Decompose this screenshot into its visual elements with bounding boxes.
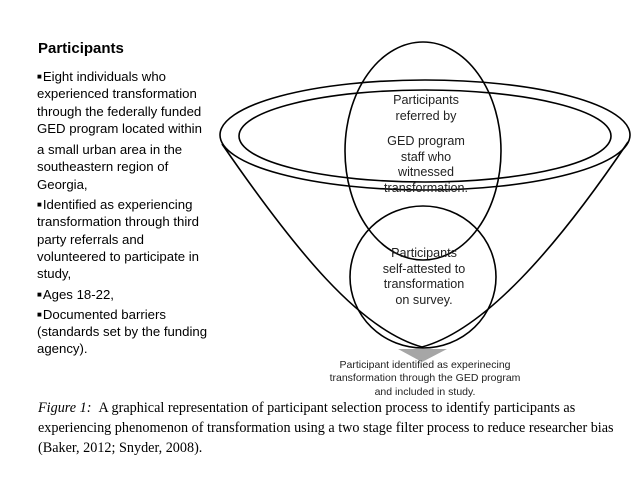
stage1-line: transformation. [384, 180, 468, 195]
bullet-line: Georgia, [37, 176, 88, 192]
result-line: Participant identified as experinecing [339, 359, 511, 371]
bullet-line: experienced transformation [37, 86, 197, 102]
figure-caption: Figure 1: A graphical representation of … [38, 398, 618, 458]
bullet-square-icon: ■ [37, 200, 42, 210]
result-line: transformation through the GED program [329, 372, 521, 385]
stage1-line: staff who [400, 149, 452, 164]
figure-label: Figure 1: [38, 400, 92, 416]
bullet-line: agency). [37, 341, 88, 357]
filter-stage-2-circle [349, 205, 497, 349]
bullet-item: ■Eight individuals who experienced trans… [37, 68, 237, 193]
bullet-line: (standards set by the funding [37, 324, 208, 340]
stage1-line: witnessed [397, 165, 454, 180]
stage1-line: Participants [393, 93, 459, 107]
bullet-line: Eight individuals who [42, 69, 167, 84]
bullet-line: Ages 18-22, [42, 286, 114, 302]
bullet-line: volunteered to participate in [37, 248, 200, 264]
bullet-item: ■Documented barriers (standards set by t… [37, 306, 237, 358]
caption-text: A graphical representation of participan… [38, 400, 614, 456]
filter-stage-2-label: Participants self-attested to transforma… [372, 246, 476, 308]
bullet-list: ■Eight individuals who experienced trans… [37, 68, 237, 361]
bullet-line: GED program located within [37, 120, 202, 136]
bullet-line: party referrals and [37, 231, 145, 247]
bullet-line: transformation through third [37, 214, 199, 230]
stage2-line: Participants [391, 246, 457, 260]
stage2-line: transformation [383, 277, 465, 292]
bullet-square-icon: ■ [37, 289, 42, 299]
bullet-line: study, [37, 266, 72, 282]
section-heading: Participants [38, 40, 124, 57]
funnel-outer-rim [219, 79, 631, 191]
bullet-square-icon: ■ [37, 309, 42, 319]
bullet-line: through the federally funded [37, 103, 202, 119]
stage1-line: referred by [395, 108, 457, 123]
filter-stage-1-circle [344, 41, 502, 261]
funnel-body [221, 141, 629, 348]
bullet-line: southeastern region of [37, 159, 169, 175]
stage2-line: on survey. [395, 292, 453, 307]
result-arrow-icon [398, 349, 447, 362]
bullet-line: Identified as experiencing [42, 197, 193, 213]
bullet-line: a small urban area in the [37, 142, 183, 158]
funnel-inner-rim [238, 89, 612, 183]
bullet-item: ■Identified as experiencing transformati… [37, 196, 237, 282]
funnel-result-label: Participant identified as experinecing t… [300, 359, 550, 399]
filter-stage-1-label: Participants referred by GED program sta… [371, 93, 481, 197]
bullet-item: ■Ages 18-22, [37, 286, 237, 303]
bullet-square-icon: ■ [37, 72, 42, 81]
stage1-line: GED program [387, 134, 465, 149]
result-line: and included in study. [374, 385, 476, 398]
stage2-line: self-attested to [382, 261, 466, 276]
bullet-line: Documented barriers [42, 306, 166, 322]
